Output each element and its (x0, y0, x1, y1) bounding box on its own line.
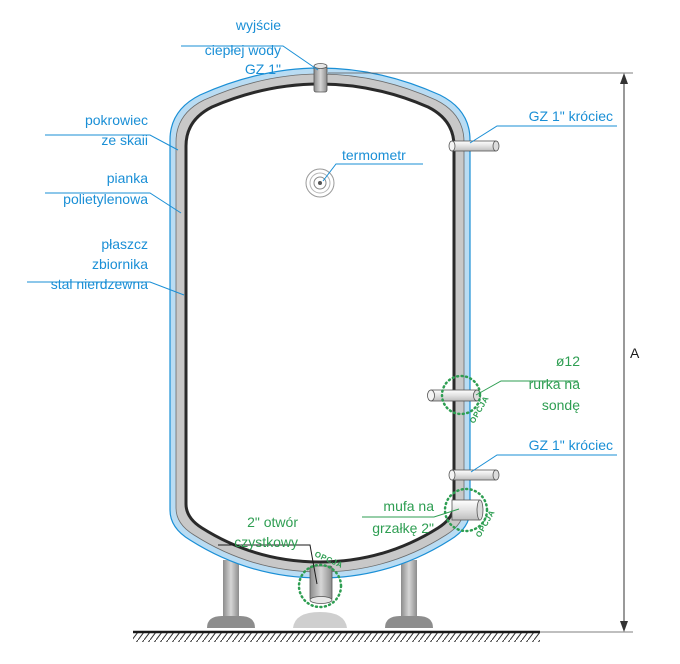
ground (133, 630, 540, 642)
dimension-label: A (630, 345, 640, 361)
label-thermometer: termometr (342, 147, 406, 163)
probe-tube-pipe (427, 389, 481, 402)
hot-water-outlet-pipe (313, 63, 328, 93)
label-cleaning-hole-line-2: czystkowy (234, 534, 298, 550)
label-foam: pianka polietylenowa (63, 170, 148, 207)
cleaning-hole-pipe (309, 565, 333, 604)
label-connector-bottom: GZ 1" króciec (529, 437, 613, 453)
label-outlet-line-1: wyjście (235, 17, 281, 33)
label-outlet-line-2: ciepłej wody (205, 42, 281, 58)
label-shell: płaszcz zbiornika stal nierdzewna (51, 236, 148, 292)
label-cover: pokrowiec ze skaii (85, 112, 148, 148)
label-shell-line-3: stal nierdzewna (51, 276, 148, 292)
dimension-a: A (328, 72, 640, 633)
label-foam-line-2: polietylenowa (63, 191, 148, 207)
label-outlet-line-3: GZ 1" (245, 61, 281, 77)
label-probe-tube-line-3: sondę (542, 397, 580, 413)
heater-socket-pipe (451, 499, 484, 521)
label-shell-line-1: płaszcz (101, 236, 148, 252)
connector-top-pipe (448, 140, 500, 152)
label-connector-top: GZ 1" króciec (529, 108, 613, 124)
label-probe-tube-line-2: rurka na (529, 376, 581, 392)
label-probe-tube-line-1: ø12 (556, 353, 580, 369)
label-probe-tube: ø12 rurka na sondę (529, 353, 581, 413)
label-cover-line-2: ze skaii (101, 132, 148, 148)
leader-lines (27, 45, 617, 585)
label-foam-line-1: pianka (107, 170, 148, 186)
label-cleaning-hole-line-1: 2" otwór (247, 514, 298, 530)
option-markers (297, 374, 489, 609)
tank-body (169, 67, 471, 579)
connector-bottom-pipe (448, 469, 500, 481)
label-heater-socket-line-2: grzałkę 2" (372, 520, 434, 536)
tank-legs (207, 560, 433, 628)
label-cleaning-hole: 2" otwór czystkowy (234, 514, 298, 550)
steel-shell (184, 82, 456, 564)
thermometer-icon (305, 168, 335, 198)
label-cover-line-1: pokrowiec (85, 112, 148, 128)
label-heater-socket-line-1: mufa na (383, 498, 434, 514)
label-heater-socket: mufa na grzałkę 2" (372, 498, 434, 536)
label-shell-line-2: zbiornika (92, 256, 148, 272)
label-outlet: wyjście ciepłej wody GZ 1" (205, 17, 281, 77)
